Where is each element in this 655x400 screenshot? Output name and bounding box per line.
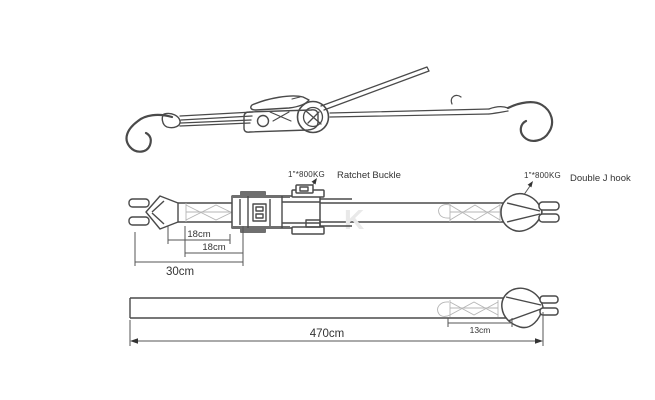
buckle-name-label: Ratchet Buckle [337, 170, 401, 181]
long-strap [129, 297, 510, 319]
dim-18cm-a: 18cm [187, 229, 210, 240]
dimension-13cm: 13cm [447, 318, 513, 335]
right-j-hook-icon [506, 101, 554, 142]
dim-18cm-b: 18cm [202, 242, 225, 253]
left-hook-top-icon [128, 195, 179, 230]
dim-470cm: 470cm [310, 328, 345, 340]
ratchet-handle [320, 66, 430, 111]
assembly-view [125, 66, 554, 153]
dimensions-ratchet-end: 18cm 18cm 30cm [134, 226, 244, 278]
hook-name-label: Double J hook [570, 173, 631, 184]
left-j-hook-icon [125, 112, 181, 153]
callouts: 1"*800KG Ratchet Buckle 1"*800KG Double … [288, 170, 631, 200]
stitch-section-right [438, 203, 501, 222]
ratchet-end-view: K [128, 184, 560, 278]
watermark-icon: K [344, 204, 364, 235]
hook-capacity-label: 1"*800KG [524, 171, 561, 180]
right-hook-top-icon [500, 193, 560, 232]
webbing [179, 111, 254, 127]
buckle-leader-arrow [311, 178, 317, 185]
hook-leader-arrow [527, 181, 533, 188]
strap-band [178, 202, 507, 223]
ratchet-buckle-top-icon [231, 184, 352, 235]
dim-30cm: 30cm [166, 266, 194, 278]
buckle-capacity-label: 1"*800KG [288, 170, 325, 179]
bottom-hook-icon [501, 287, 559, 329]
ratchet-buckle-side-icon [243, 95, 330, 134]
stitch-section-bottom [437, 300, 499, 317]
dim-13cm: 13cm [470, 325, 491, 335]
loose-strap [329, 94, 509, 118]
dimension-470cm: 470cm [129, 312, 544, 346]
full-strap-view: 13cm 470cm [129, 287, 559, 346]
